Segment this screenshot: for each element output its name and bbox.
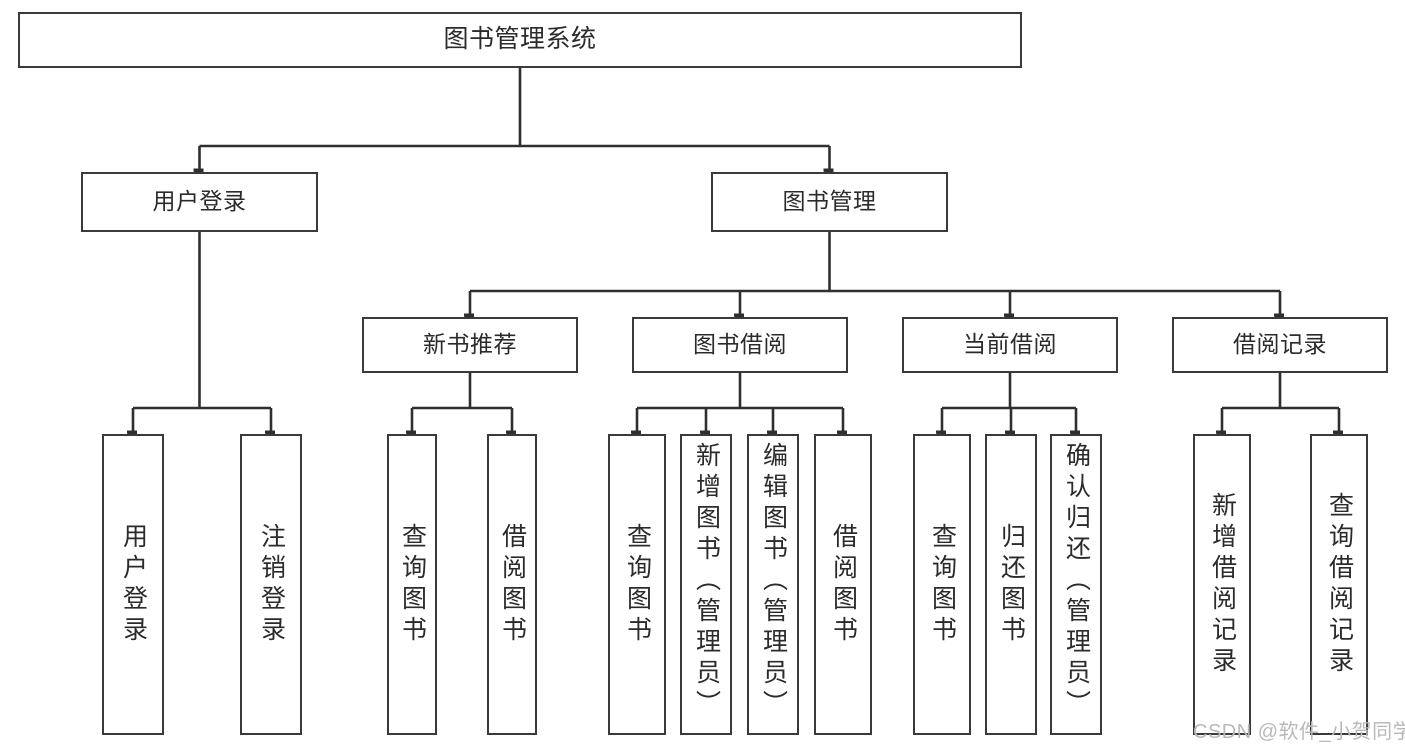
leaf-edit-book[interactable]: 编辑图书（管理员） [747,434,799,735]
node-book-manage[interactable]: 图书管理 [711,172,948,232]
connector-edges [133,68,1339,432]
node-current-borrow-label: 当前借阅 [963,331,1057,358]
leaf-query-book-borrow[interactable]: 查询图书 [608,434,666,735]
leaf-query-book-recommend[interactable]: 查询图书 [387,434,437,735]
leaf-add-book-label: 新增图书（管理员） [692,442,721,721]
leaf-query-borrow-record[interactable]: 查询借阅记录 [1310,434,1368,735]
leaf-return-book-label: 归还图书 [997,522,1026,647]
leaf-add-borrow-record-label: 新增借阅记录 [1208,491,1237,678]
leaf-logout[interactable]: 注销登录 [240,434,302,735]
leaf-borrow-book-recommend-label: 借阅图书 [498,522,527,647]
leaf-borrow-book-borrow[interactable]: 借阅图书 [814,434,872,735]
node-user-login-label: 用户登录 [152,188,247,215]
node-root-label: 图书管理系统 [443,25,597,54]
leaf-confirm-return[interactable]: 确认归还（管理员） [1050,434,1102,735]
node-current-borrow[interactable]: 当前借阅 [902,317,1118,373]
leaf-user-login[interactable]: 用户登录 [102,434,164,735]
node-user-login[interactable]: 用户登录 [81,172,318,232]
leaf-borrow-book-recommend[interactable]: 借阅图书 [487,434,537,735]
leaf-logout-label: 注销登录 [257,522,286,647]
node-root[interactable]: 图书管理系统 [18,12,1022,68]
leaf-query-borrow-record-label: 查询借阅记录 [1325,491,1354,678]
csdn-watermark: CSDN @软件_小贺同学 [1193,721,1405,743]
leaf-query-book-recommend-label: 查询图书 [398,522,427,647]
node-book-borrow-label: 图书借阅 [693,331,787,358]
node-borrow-record[interactable]: 借阅记录 [1172,317,1388,373]
leaf-query-book-current[interactable]: 查询图书 [913,434,971,735]
leaf-edit-book-label: 编辑图书（管理员） [759,442,788,721]
leaf-add-book[interactable]: 新增图书（管理员） [680,434,732,735]
leaf-user-login-label: 用户登录 [119,522,148,647]
leaf-query-book-current-label: 查询图书 [928,522,957,647]
leaf-borrow-book-borrow-label: 借阅图书 [829,522,858,647]
node-book-manage-label: 图书管理 [782,188,877,215]
leaf-add-borrow-record[interactable]: 新增借阅记录 [1193,434,1251,735]
node-new-book-recommend-label: 新书推荐 [423,331,517,358]
leaf-confirm-return-label: 确认归还（管理员） [1062,442,1091,721]
node-book-borrow[interactable]: 图书借阅 [632,317,848,373]
node-new-book-recommend[interactable]: 新书推荐 [362,317,578,373]
node-borrow-record-label: 借阅记录 [1233,331,1327,358]
leaf-query-book-borrow-label: 查询图书 [623,522,652,647]
leaf-return-book[interactable]: 归还图书 [985,434,1037,735]
